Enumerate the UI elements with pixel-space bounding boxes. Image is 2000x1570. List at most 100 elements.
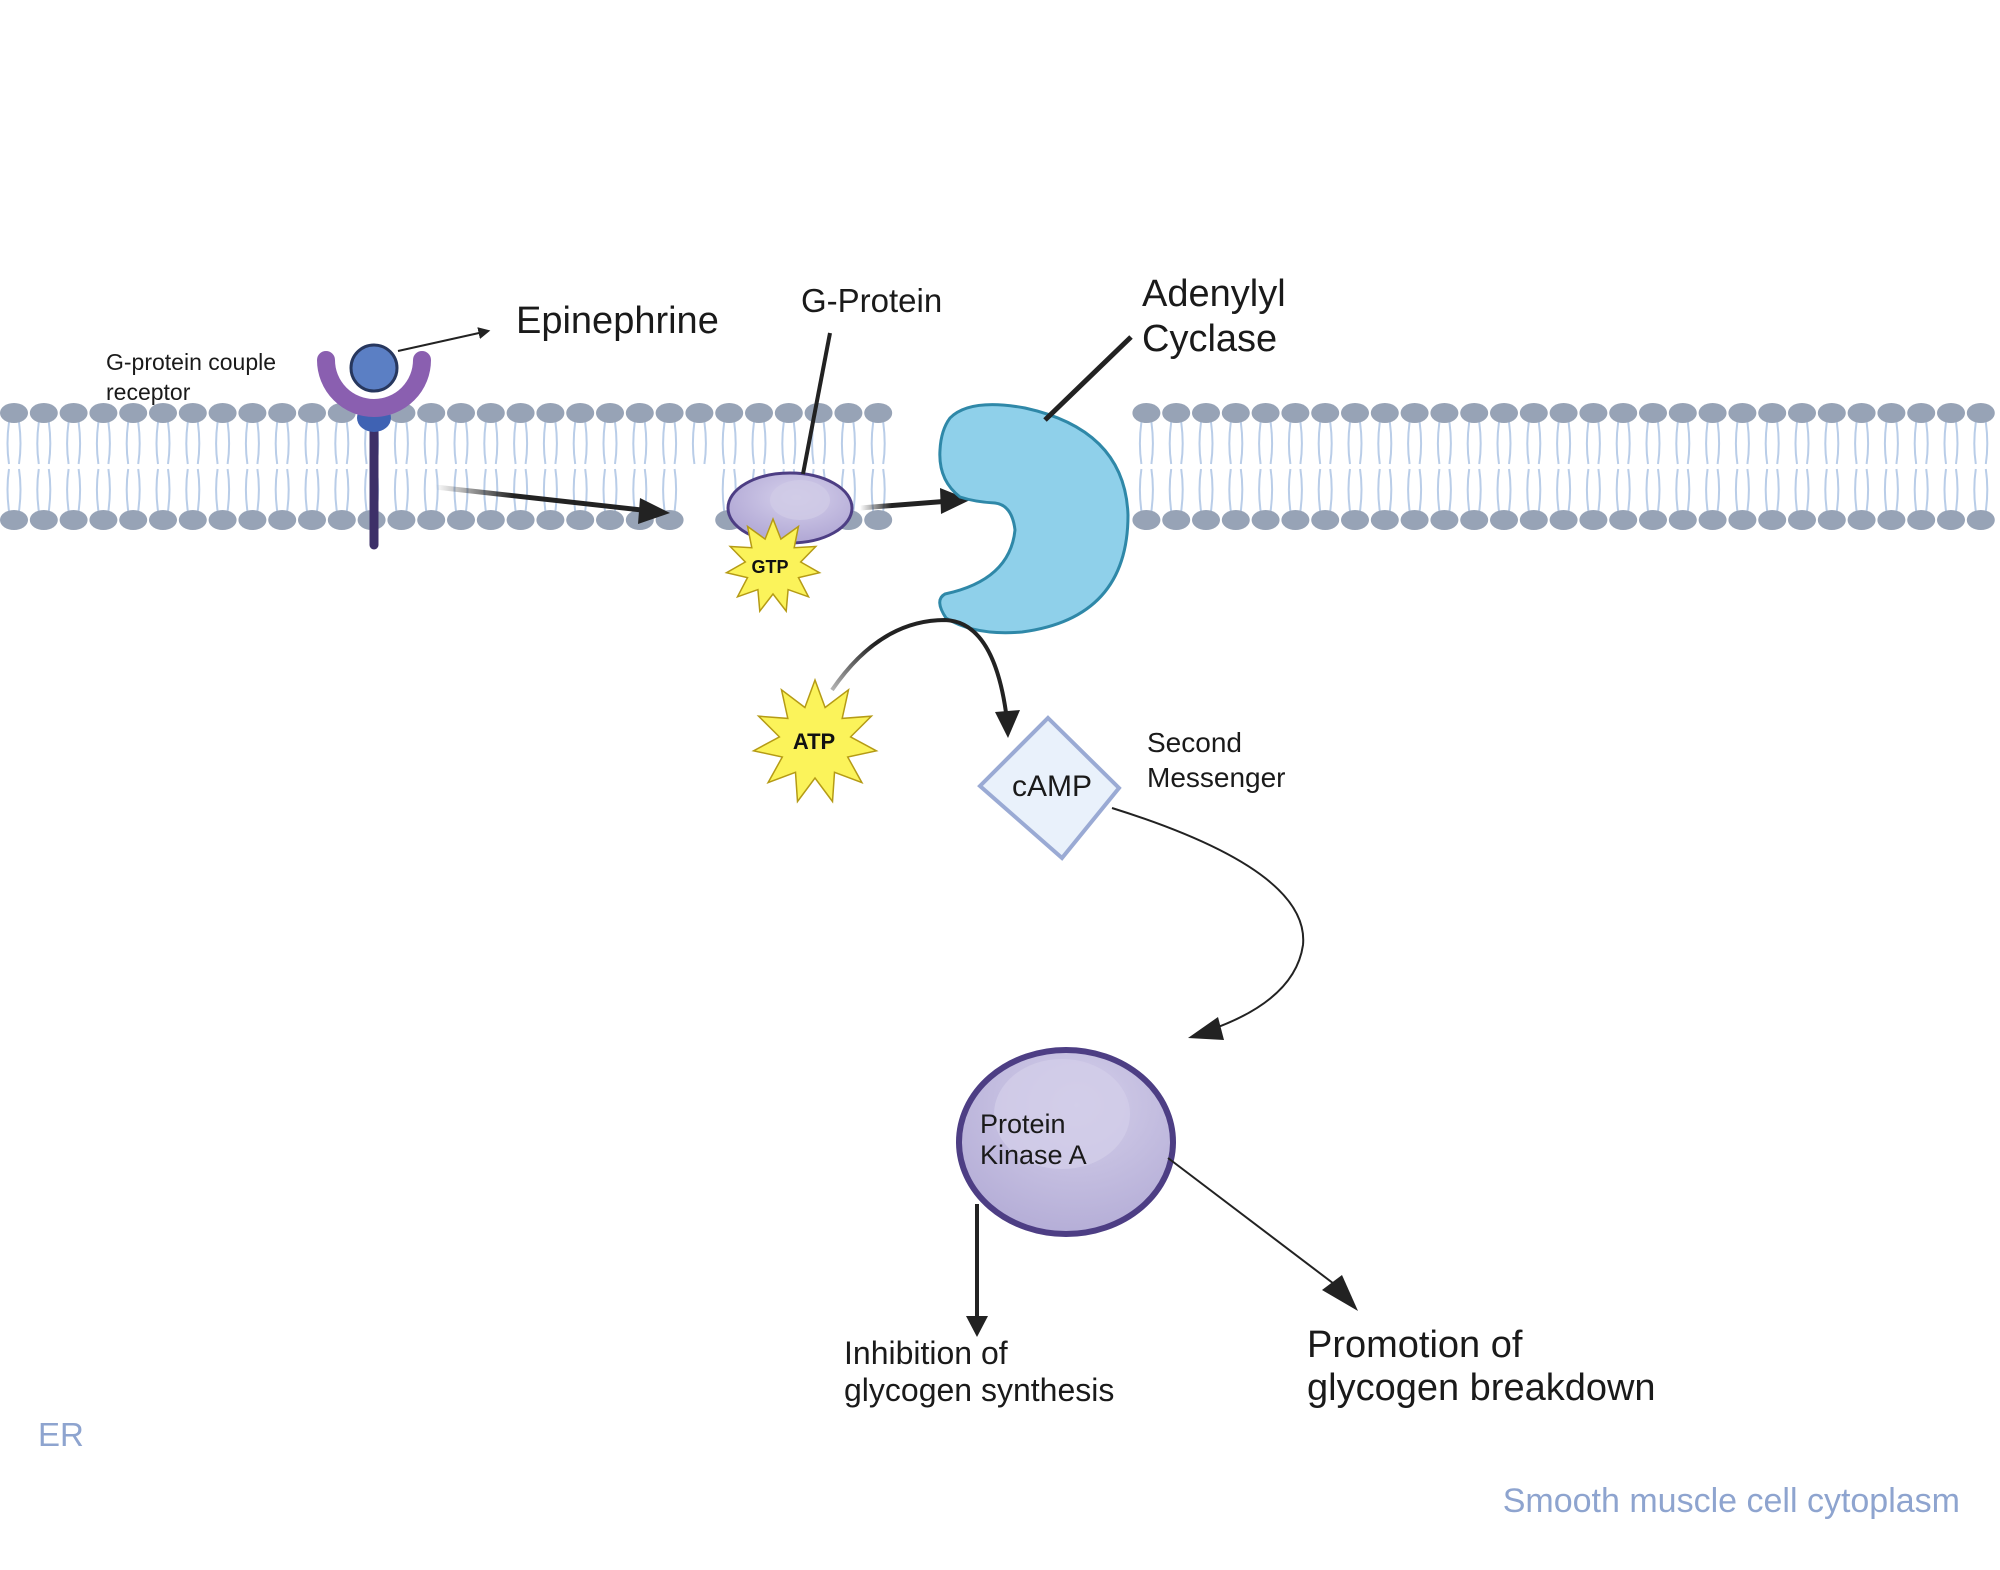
lipid-head — [1698, 403, 1727, 423]
lipid-head — [1579, 403, 1608, 423]
camp-to-pka-arrow-line — [1111, 807, 1305, 1031]
lipid-head — [1251, 510, 1280, 530]
lipid-head — [1460, 510, 1489, 530]
lipid-head — [1221, 403, 1250, 423]
lipid-head — [447, 403, 475, 423]
lipid-head — [417, 403, 446, 423]
lipid-head — [864, 403, 893, 423]
lipid-head — [119, 403, 148, 423]
inhibition-label-line2: glycogen synthesis — [844, 1372, 1114, 1408]
lipid-head — [447, 510, 475, 530]
lipid-head — [1907, 510, 1936, 530]
lipid-head — [29, 403, 58, 423]
lipid-head — [596, 403, 624, 423]
lipid-head — [1639, 510, 1667, 530]
lipid-head — [149, 510, 177, 530]
lipid-head — [1817, 403, 1846, 423]
lipid-head — [1370, 510, 1399, 530]
camp-label: cAMP — [1012, 770, 1092, 803]
lipid-head — [387, 510, 416, 530]
adenylyl-cyclase-body — [938, 403, 1130, 635]
lipid-head — [1490, 403, 1518, 423]
lipid-head — [119, 510, 148, 530]
lipid-head — [1877, 510, 1906, 530]
lipid-head — [506, 403, 535, 423]
lipid-head — [1162, 510, 1191, 530]
lipid-head — [1728, 510, 1757, 530]
gprotein-to-ac-arrow-line — [859, 498, 951, 511]
lipid-head — [1549, 403, 1578, 423]
g-protein-pointer-line — [801, 332, 832, 475]
lipid-head — [1519, 403, 1548, 423]
lipid-head — [1579, 510, 1608, 530]
second-messenger-label-line2: Messenger — [1147, 762, 1286, 793]
lipid-head — [1758, 403, 1787, 423]
lipid-head — [715, 403, 744, 423]
lipid-head — [1311, 403, 1340, 423]
lipid-head — [208, 510, 237, 530]
camp-molecule: cAMP — [977, 715, 1122, 861]
gprotein-to-ac-arrowhead — [940, 488, 970, 514]
lipid-head — [1370, 403, 1399, 423]
receptor-label-line1: G-protein couple — [106, 349, 276, 375]
atp-label: ATP — [793, 729, 835, 754]
lipid-head — [1907, 403, 1936, 423]
lipid-head — [1400, 403, 1429, 423]
lipid-head — [178, 403, 207, 423]
cytoplasm-region-label: Smooth muscle cell cytoplasm — [1503, 1482, 1960, 1520]
lipid-head — [1132, 403, 1161, 423]
atp-to-camp-arrow-line — [830, 617, 1009, 721]
g-protein-label: G-Protein — [801, 282, 942, 319]
receptor-label-line2: receptor — [106, 379, 191, 405]
gtp-label: GTP — [751, 557, 788, 577]
lipid-head — [298, 403, 326, 423]
pka-to-inhibition-arrowhead — [966, 1316, 988, 1337]
lipid-head — [1698, 510, 1727, 530]
lipid-head — [1966, 403, 1995, 423]
lipid-head — [1519, 510, 1548, 530]
lipid-head — [566, 510, 595, 530]
pka-to-promotion-arrowhead — [1322, 1275, 1358, 1311]
lipid-head — [1132, 510, 1161, 530]
lipid-head — [1162, 403, 1191, 423]
lipid-head — [864, 510, 893, 530]
atp-to-camp-arrowhead — [995, 710, 1020, 738]
lipid-head — [1251, 403, 1280, 423]
lipid-head — [1817, 510, 1846, 530]
pka-label-line2: Kinase A — [980, 1140, 1087, 1170]
lipid-head — [178, 510, 207, 530]
gtp-star: GTP — [724, 516, 822, 614]
lipid-head — [1430, 510, 1459, 530]
lipid-head — [149, 403, 177, 423]
pka-to-promotion-arrow-line — [1167, 1157, 1343, 1291]
lipid-head — [59, 510, 88, 530]
lipid-head — [1668, 403, 1697, 423]
lipid-head — [298, 510, 326, 530]
adenylyl-pointer-line — [1043, 335, 1133, 422]
lipid-head — [804, 403, 833, 423]
lipid-head — [1281, 510, 1310, 530]
lipid-head — [1668, 510, 1697, 530]
promotion-label-line2: glycogen breakdown — [1307, 1367, 1656, 1409]
lipid-head — [1609, 510, 1638, 530]
lipid-head — [1192, 510, 1220, 530]
receptor-to-gprotein-arrow-line — [434, 484, 661, 515]
lipid-head — [655, 403, 684, 423]
lipid-heads-inner — [0, 510, 1995, 530]
lipid-head — [89, 403, 118, 423]
lipid-head — [1758, 510, 1787, 530]
promotion-label-line1: Promotion of — [1307, 1324, 1523, 1366]
lipid-head — [1788, 510, 1816, 530]
lipid-head — [506, 510, 535, 530]
receptor-to-gprotein-arrowhead — [638, 498, 670, 524]
lipid-head — [476, 510, 505, 530]
pka-label-line1: Protein — [980, 1109, 1066, 1139]
protein-kinase-a — [956, 1047, 1176, 1237]
er-region-label: ER — [38, 1416, 84, 1453]
g-protein — [726, 471, 854, 545]
lipid-head — [1549, 510, 1578, 530]
camp-to-pka-arrowhead — [1188, 1017, 1224, 1040]
epinephrine-pointer-arrow — [397, 327, 491, 352]
lipid-head — [625, 403, 654, 423]
lipid-head — [1221, 510, 1250, 530]
